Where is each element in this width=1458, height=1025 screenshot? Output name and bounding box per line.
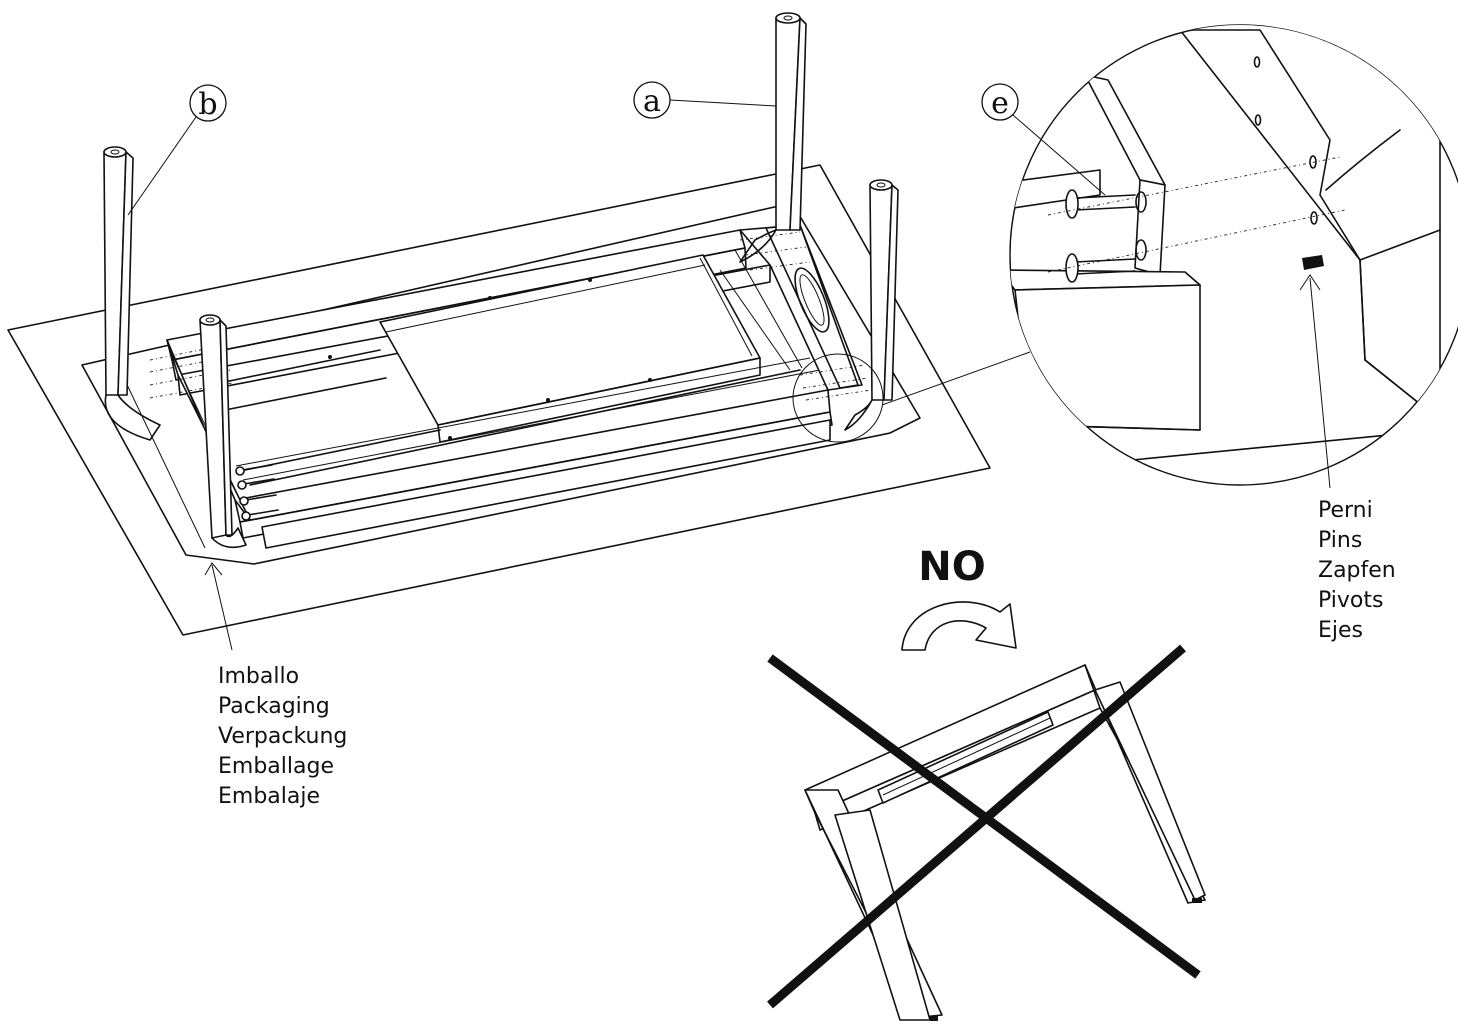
prohibited-cross-icon [767, 644, 1201, 1009]
pins-label: Perni Pins Zapfen Pivots Ejes [1318, 498, 1396, 643]
detail-bolt-lower [1065, 253, 1136, 283]
bolt [239, 494, 277, 506]
pins-label-es: Ejes [1318, 618, 1363, 643]
rotate-arrow-icon [901, 601, 1017, 651]
packaging-label-es: Embalaje [218, 784, 320, 809]
callout-b-letter: b [198, 87, 217, 122]
callout-a-letter: a [643, 84, 661, 119]
callout-e: e [981, 83, 1106, 196]
packaging-label-it: Imballo [218, 664, 299, 689]
pins-label-it: Perni [1318, 498, 1373, 523]
packaging-label-de: Verpackung [218, 724, 347, 749]
table-leg-a [739, 12, 807, 263]
bolt [241, 509, 279, 521]
callout-a: a [633, 81, 777, 119]
callout-e-letter: e [991, 86, 1009, 121]
packaging-label-en: Packaging [218, 694, 330, 719]
bolt [235, 464, 273, 476]
pins-label-fr: Pivots [1318, 588, 1383, 613]
pins-label-en: Pins [1318, 528, 1362, 553]
pins-label-de: Zapfen [1318, 558, 1396, 583]
detail-magnifier [1009, 24, 1458, 486]
detail-source-circle [792, 353, 884, 443]
bolt [237, 478, 275, 490]
packaging-label-fr: Emballage [218, 754, 334, 779]
callout-b: b [127, 84, 227, 216]
table-frame [149, 224, 872, 549]
table-leg-d [199, 314, 247, 549]
warning-no-text: NO [918, 544, 985, 590]
tipped-table [804, 664, 1206, 1021]
packaging-label: Imballo Packaging Verpackung Emballage E… [218, 664, 347, 809]
table-leg-c [844, 179, 899, 431]
